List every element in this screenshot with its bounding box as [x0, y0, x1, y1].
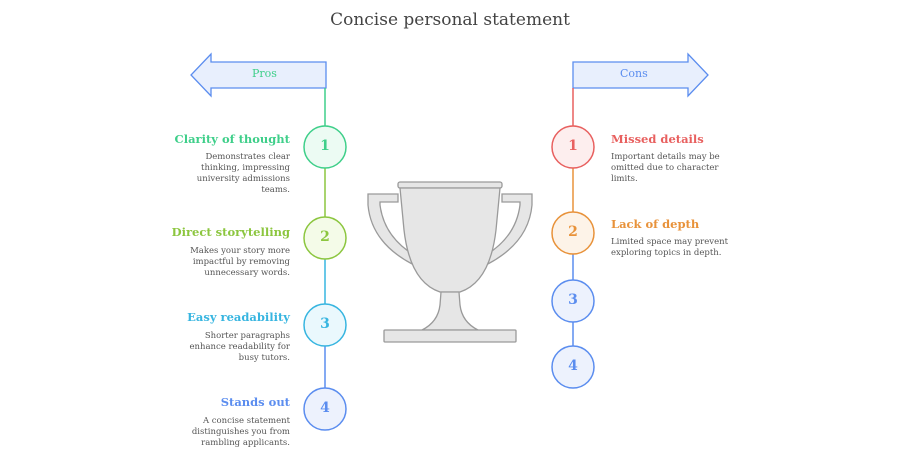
- pros-item-desc: Shorter paragraphs enhance readability f…: [189, 331, 290, 363]
- cons-label: Cons: [620, 67, 648, 80]
- pros-step-circle: [303, 387, 347, 431]
- pros-item-number: 1: [320, 138, 330, 154]
- cons-step-circle: [551, 345, 595, 389]
- pros-item-desc: Makes your story more impactful by remov…: [190, 246, 290, 278]
- cons-item-number: 3: [568, 292, 578, 308]
- pros-item-desc: Demonstrates clear thinking, impressing …: [196, 152, 290, 195]
- cons-item-number: 2: [568, 224, 578, 240]
- pros-arrow: [190, 52, 327, 98]
- pros-item-title: Clarity of thought: [174, 132, 290, 146]
- trophy-icon: [367, 181, 533, 343]
- pros-item-title: Easy readability: [187, 310, 290, 324]
- cons-item-number: 4: [568, 358, 578, 374]
- cons-item-title: Missed details: [611, 132, 704, 146]
- cons-item-desc: Limited space may prevent exploring topi…: [611, 237, 728, 258]
- cons-step-circle: [551, 125, 595, 169]
- cons-item-title: Lack of depth: [611, 217, 700, 231]
- diagram-title: Concise personal statement: [330, 10, 570, 30]
- pros-item-number: 3: [320, 316, 330, 332]
- cons-item-number: 1: [568, 138, 578, 154]
- pros-step-circle: [303, 125, 347, 169]
- pros-item-desc: A concise statement distinguishes you fr…: [191, 416, 290, 448]
- cons-item-desc: Important details may be omitted due to …: [611, 152, 720, 184]
- pros-step-circle: [303, 216, 347, 260]
- cons-arrow: [572, 52, 709, 98]
- pros-item-number: 4: [320, 400, 330, 416]
- cons-step-circle: [551, 211, 595, 255]
- cons-step-circle: [551, 279, 595, 323]
- pros-step-circle: [303, 303, 347, 347]
- pros-item-title: Direct storytelling: [171, 225, 290, 239]
- pros-item-title: Stands out: [220, 395, 290, 409]
- pros-label: Pros: [252, 67, 277, 80]
- pros-item-number: 2: [320, 229, 330, 245]
